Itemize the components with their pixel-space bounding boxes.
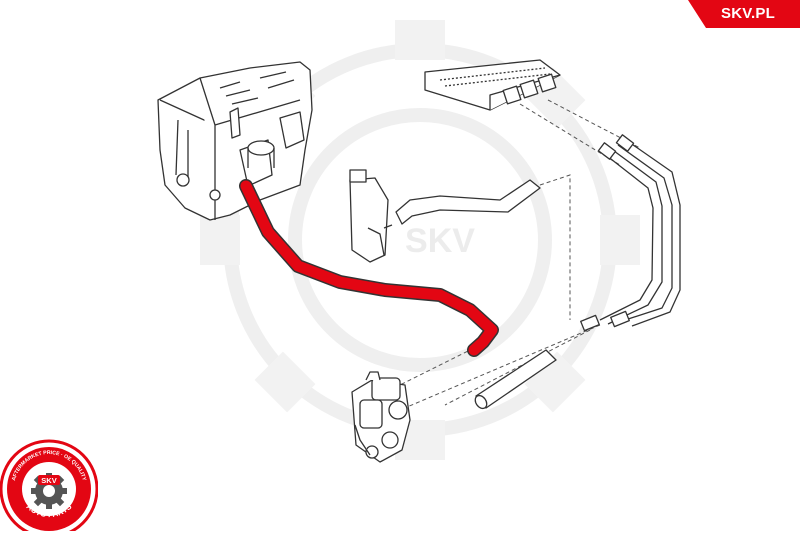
seal-graphic: AFTERMARKET PRICE · OE QUALITY AUTO PART… xyxy=(0,439,99,536)
heater-core xyxy=(424,59,561,111)
brand-tag-shape xyxy=(688,0,800,28)
seal-center-text: SKV xyxy=(41,476,56,485)
watermark-gear-icon xyxy=(200,20,640,460)
skv-auto-parts-seal: AFTERMARKET PRICE · OE QUALITY AUTO PART… xyxy=(0,435,99,536)
coolant-expansion-tank xyxy=(349,169,393,263)
brand-label: SKV.PL xyxy=(720,5,775,22)
heater-pipes xyxy=(580,134,681,332)
watermark-text: SKV xyxy=(405,222,475,260)
lower-hose xyxy=(474,349,557,410)
connection-guides xyxy=(399,99,641,411)
seal-center-badge xyxy=(38,475,60,485)
highlighted-coolant-hose xyxy=(239,179,499,357)
upper-hose xyxy=(395,179,541,225)
heater-control-valve xyxy=(351,371,411,463)
brand-tag: SKV.PL xyxy=(688,0,800,28)
engine-block xyxy=(157,61,313,221)
